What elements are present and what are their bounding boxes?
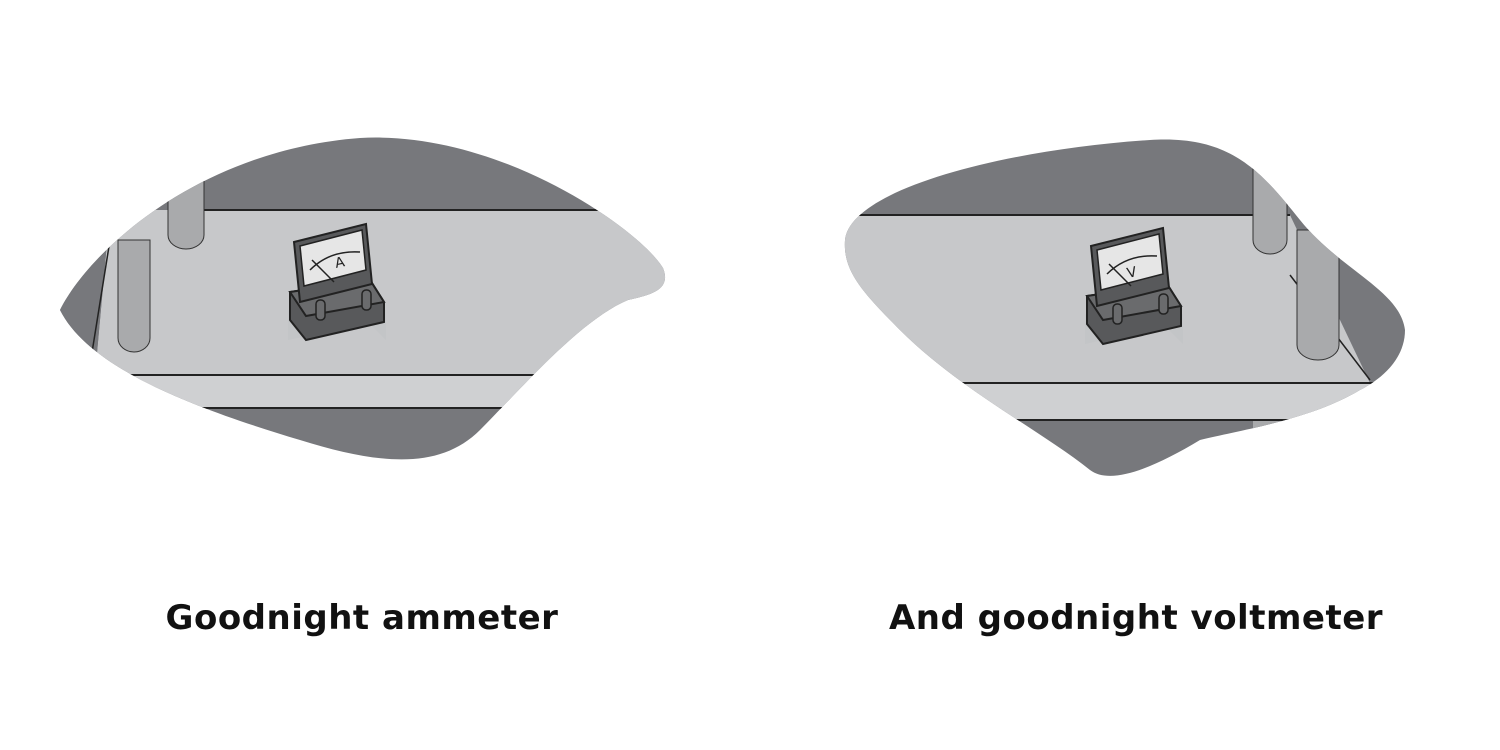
ammeter-scene: A (60, 137, 666, 460)
caption-voltmeter: And goodnight voltmeter (888, 598, 1384, 638)
voltmeter-scene: V (844, 139, 1405, 476)
meter-letter-a: A (334, 254, 347, 272)
meter-letter-v: V (1126, 264, 1139, 282)
caption-ammeter: Goodnight ammeter (165, 598, 559, 638)
